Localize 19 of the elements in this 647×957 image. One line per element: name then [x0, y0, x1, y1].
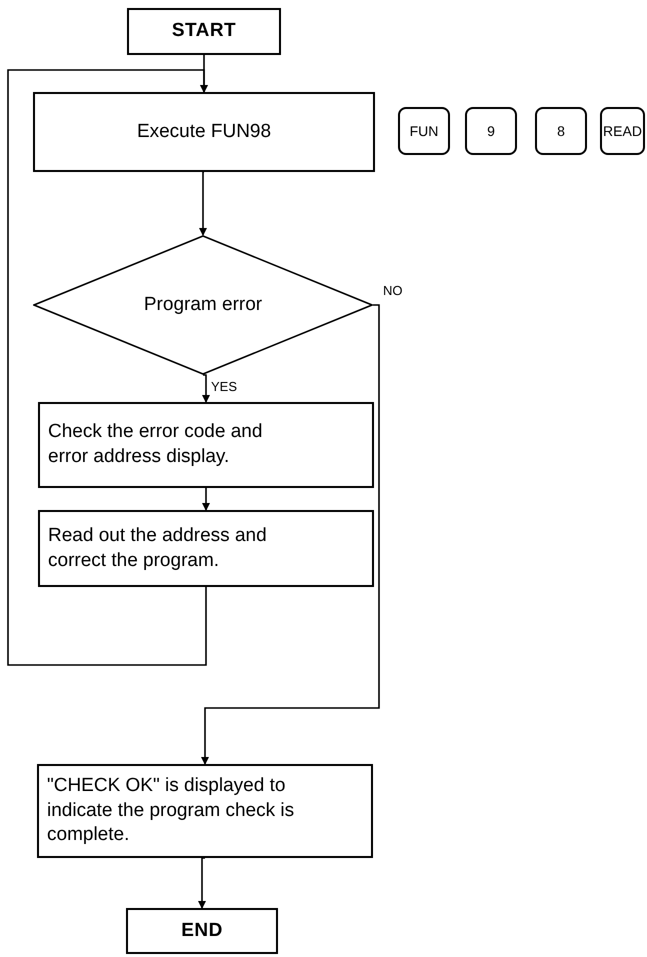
- process-box: Execute FUN98: [33, 92, 375, 172]
- arrow: [201, 304, 380, 765]
- key-button: FUN: [398, 107, 450, 155]
- arrow: [7, 69, 208, 666]
- key-button: READ: [600, 107, 645, 155]
- key-button: 9: [465, 107, 517, 155]
- terminal-box: END: [126, 908, 278, 954]
- arrow: [199, 171, 207, 236]
- edge-label: YES: [210, 380, 238, 393]
- process-box: Read out the address and correct the program.: [38, 510, 374, 587]
- terminal-box: START: [127, 8, 281, 55]
- decision-text: Program error: [144, 292, 262, 317]
- arrow: [202, 374, 210, 403]
- process-box: Check the error code and error address display.: [38, 402, 374, 488]
- edge-label: NO: [382, 284, 404, 297]
- arrow: [198, 857, 206, 909]
- key-button: 8: [535, 107, 587, 155]
- arrow: [202, 487, 210, 511]
- process-box: "CHECK OK" is displayed to indicate the program check is complete.: [37, 764, 373, 858]
